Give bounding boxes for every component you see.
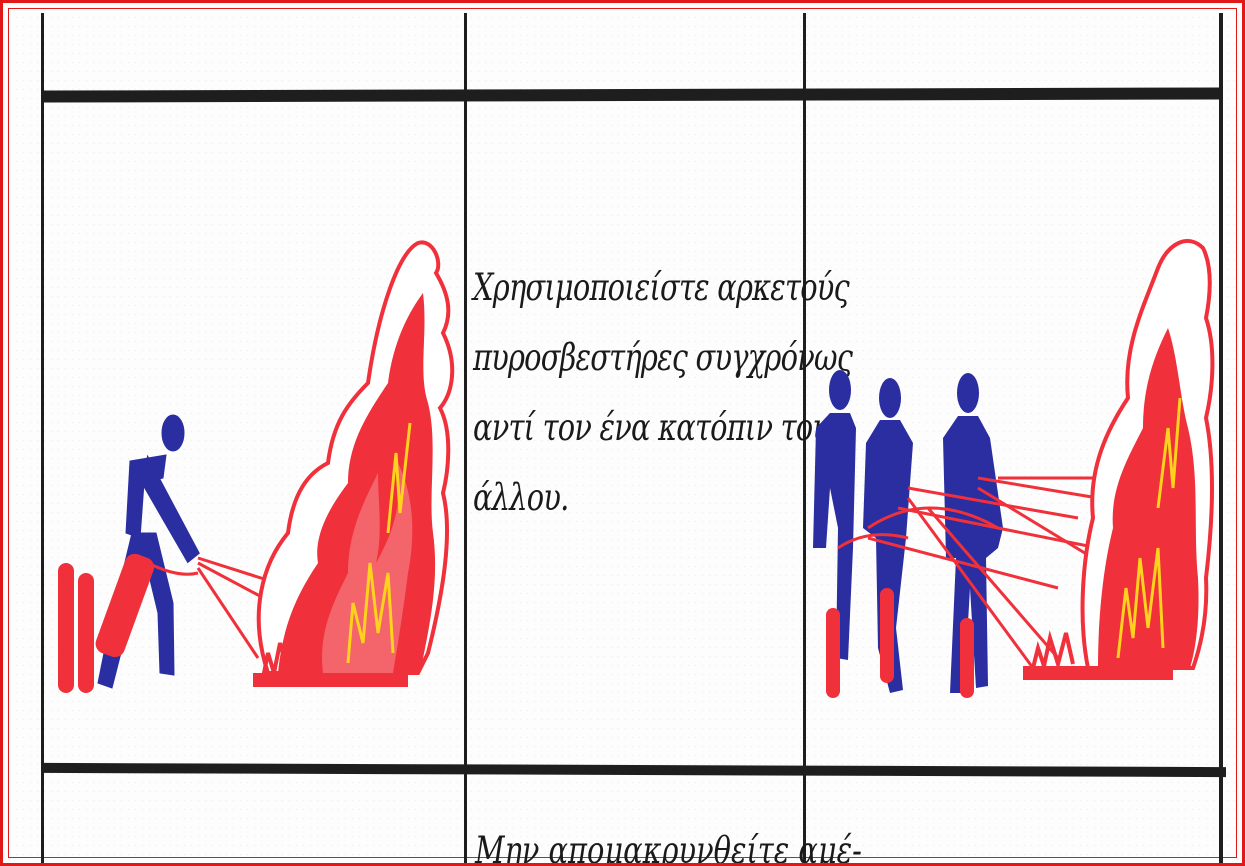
extinguishers-icon	[826, 588, 974, 698]
table-border-left	[41, 13, 44, 863]
row-separator-top	[42, 87, 1224, 103]
extinguisher-icon	[95, 553, 155, 658]
fire-base	[253, 673, 408, 687]
people-figures-icon	[813, 370, 1003, 693]
instruction-line-2: πυροσβεστήρες συγχρόνως	[473, 336, 853, 379]
table-divider-1	[464, 13, 467, 863]
instruction-text: Χρησιμοποιείστε αρκετούς πυροσβεστήρες σ…	[473, 253, 853, 533]
next-row-text: Μην απομακρυνθείτε αμέ-	[475, 829, 862, 866]
fire-icon	[256, 240, 455, 679]
fire-icon	[1031, 238, 1215, 674]
instruction-line-3: αντί τον ένα κατόπιν του	[473, 406, 830, 449]
spare-extinguisher-icon	[58, 563, 94, 693]
single-extinguisher-illustration	[58, 240, 455, 693]
multiple-extinguishers-illustration	[813, 238, 1215, 698]
table-divider-2	[803, 13, 806, 863]
table-border-right	[1219, 13, 1223, 863]
row-separator-bottom	[42, 762, 1227, 778]
instruction-line-4: άλλου.	[473, 476, 569, 519]
instruction-line-1: Χρησιμοποιείστε αρκετούς	[473, 266, 850, 309]
fire-base	[1023, 666, 1173, 680]
